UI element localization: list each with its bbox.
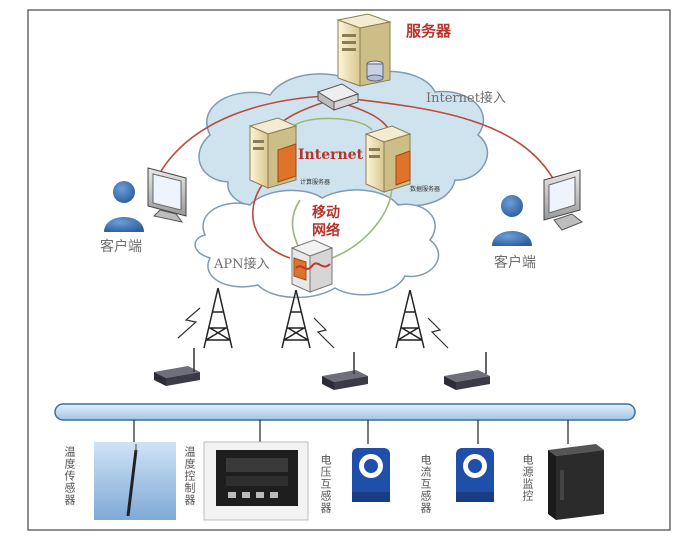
data-server-icon — [364, 125, 412, 193]
server-icon — [336, 13, 392, 87]
link-router-to-left-client — [157, 95, 326, 177]
mobile-network-label: 移动 网络 — [312, 205, 340, 239]
tower-icon — [395, 289, 425, 349]
modem-icon — [322, 352, 368, 390]
tower-icon — [281, 289, 311, 349]
link-router-to-right-client — [344, 97, 556, 183]
user-icon — [492, 195, 532, 246]
bus-drops — [133, 420, 569, 444]
user-icon — [104, 181, 144, 232]
internet-access-label: Internet接入 — [426, 91, 506, 106]
internet-label: Internet — [298, 147, 364, 163]
data-server-label: 数据服务器 — [410, 186, 441, 193]
temp-sensor-label: 温度传感器 — [63, 446, 76, 506]
current-transformer-image — [456, 448, 494, 502]
link-compute-to-apn — [252, 184, 291, 259]
client-left-label: 客户端 — [100, 239, 142, 255]
current-transformer-label: 电流互感器 — [419, 454, 432, 514]
temperature-sensor-image — [94, 442, 176, 520]
voltage-transformer-label: 电压互感器 — [319, 454, 332, 514]
signal-zigzags — [177, 307, 449, 349]
power-monitor-image — [548, 444, 604, 520]
monitor-icon — [147, 167, 187, 223]
link-apn-to-green — [291, 199, 301, 251]
tower-icon — [203, 287, 233, 349]
network-links — [157, 95, 556, 259]
compute-server-icon — [248, 117, 298, 189]
field-bus — [54, 403, 636, 421]
temperature-controller-image — [203, 441, 309, 521]
modem-icon — [444, 352, 490, 390]
apn-gateway-icon — [290, 239, 334, 293]
temp-controller-label: 温度控制器 — [183, 446, 196, 506]
compute-server-label: 计算服务器 — [300, 179, 331, 186]
power-monitor-label: 电源监控 — [521, 454, 534, 502]
monitor-icon — [543, 169, 583, 231]
link-internal-green — [291, 117, 373, 131]
client-left — [104, 167, 187, 232]
voltage-transformer-image — [352, 448, 390, 502]
client-right — [492, 169, 583, 246]
modem-icon — [154, 348, 200, 386]
apn-access-label: APN接入 — [214, 257, 270, 272]
client-right-label: 客户端 — [494, 255, 536, 271]
router-icon — [316, 83, 360, 111]
link-data-to-apn — [331, 187, 393, 259]
server-label: 服务器 — [406, 22, 452, 40]
